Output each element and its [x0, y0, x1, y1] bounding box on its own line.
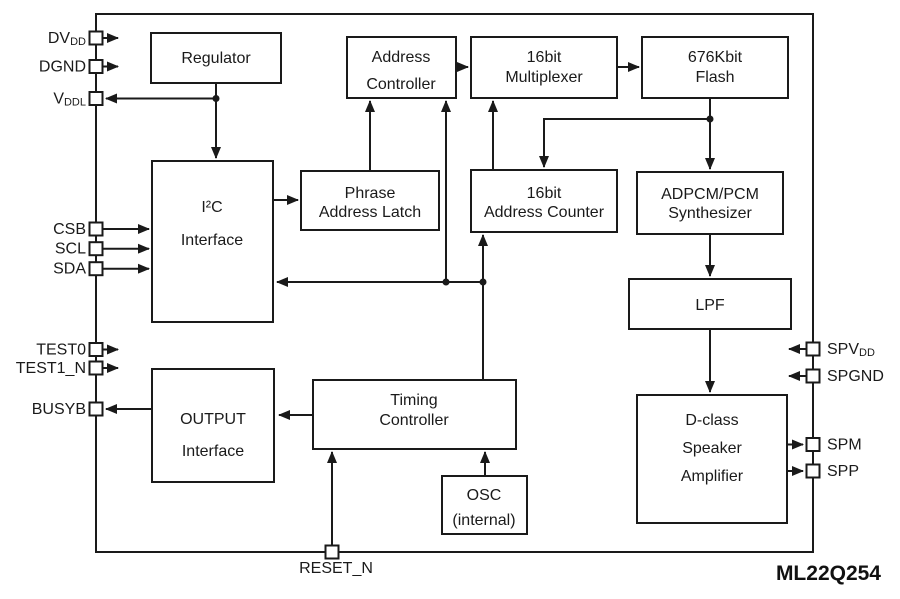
wires [103, 33, 806, 546]
block-timing-controller: Timing Controller [312, 379, 517, 450]
block-dclass-speaker-amplifier-label: D-class [685, 412, 738, 429]
block-dclass-speaker-amplifier-label: Speaker [682, 440, 742, 457]
block-16bit-address-counter-label: 16bit [527, 185, 562, 202]
block-adpcm-synthesizer-box [636, 171, 784, 235]
block-timing-controller-label: Controller [379, 412, 449, 429]
block-lpf: LPF [628, 278, 792, 330]
block-address-controller-label: Address [372, 49, 431, 66]
block-regulator-label: Regulator [181, 50, 251, 67]
block-16bit-multiplexer-box [470, 36, 618, 99]
block-osc-label: OSC [467, 487, 502, 504]
block-676kbit-flash-label: 676Kbit [688, 49, 743, 66]
block-address-controller-box [346, 36, 457, 99]
block-i2c-interface-label: Interface [181, 232, 243, 249]
pin-label-spm: SPM [827, 436, 862, 453]
block-timing-controller-box [312, 379, 517, 450]
pin-label-dgnd: DGND [39, 58, 86, 75]
block-output-interface-label: OUTPUT [180, 411, 246, 428]
pin-label-busyb: BUSYB [32, 401, 86, 418]
pin-spgnd [805, 368, 821, 384]
block-address-controller: Address Controller [346, 36, 457, 99]
block-phrase-address-latch: Phrase Address Latch [300, 170, 440, 231]
block-dclass-speaker-amplifier-box [636, 394, 788, 524]
pin-spp [805, 463, 821, 479]
block-16bit-address-counter-box [470, 169, 618, 233]
block-16bit-multiplexer-label: Multiplexer [505, 69, 583, 86]
pin-sda [88, 261, 104, 277]
block-address-controller-label: Controller [366, 76, 436, 93]
block-dclass-speaker-amplifier: D-class Speaker Amplifier [636, 394, 788, 524]
block-adpcm-synthesizer-label: ADPCM/PCM [661, 186, 759, 203]
junction-dot [479, 278, 487, 286]
block-phrase-address-latch-label: Phrase [345, 185, 396, 202]
pin-label-scl: SCL [55, 240, 86, 257]
chip-part-number: ML22Q254 [776, 562, 881, 585]
pin-labels: DVDD DGND VDDL CSB SCL SDA TEST0 TEST1_N… [16, 30, 884, 578]
pin-test1-n [88, 360, 104, 376]
junction-dot [706, 115, 714, 123]
block-16bit-address-counter-label: Address Counter [484, 204, 605, 221]
junction-dot [442, 278, 450, 286]
pin-test0 [88, 342, 104, 357]
pin-label-spvdd: SPVDD [827, 341, 875, 360]
pin-label-spp: SPP [827, 463, 859, 480]
block-lpf-box [628, 278, 792, 330]
block-timing-controller-label: Timing [390, 392, 437, 409]
block-adpcm-synthesizer-label: Synthesizer [668, 205, 752, 222]
pin-csb [88, 221, 104, 237]
block-16bit-multiplexer-label: 16bit [527, 49, 562, 66]
pin-spm [805, 437, 821, 452]
pin-dvdd [88, 30, 104, 46]
pin-vddl [88, 91, 104, 106]
pin-label-csb: CSB [53, 221, 86, 238]
block-dclass-speaker-amplifier-label: Amplifier [681, 468, 744, 485]
pin-label-test0: TEST0 [36, 341, 86, 358]
junction-dot [212, 95, 220, 102]
pin-dgnd [88, 59, 104, 74]
block-output-interface-label: Interface [182, 443, 244, 460]
block-676kbit-flash: 676Kbit Flash [641, 36, 789, 99]
block-16bit-multiplexer: 16bit Multiplexer [470, 36, 618, 99]
pin-reset-n [324, 544, 340, 560]
pin-squares [88, 30, 821, 560]
block-phrase-address-latch-label: Address Latch [319, 204, 421, 221]
block-676kbit-flash-box [641, 36, 789, 99]
pin-label-vddl: VDDL [53, 90, 86, 109]
block-16bit-address-counter: 16bit Address Counter [470, 169, 618, 233]
block-i2c-interface-box [151, 160, 274, 323]
block-i2c-interface-label: I²C [201, 199, 222, 216]
block-osc: OSC (internal) [441, 475, 528, 535]
pin-spvdd [805, 341, 821, 357]
block-676kbit-flash-label: Flash [695, 69, 734, 86]
block-phrase-address-latch-box [300, 170, 440, 231]
pin-label-spgnd: SPGND [827, 368, 884, 385]
block-regulator-box [150, 32, 282, 84]
block-i2c-interface: I²C Interface [151, 160, 274, 323]
block-osc-box [441, 475, 528, 535]
pin-scl [88, 241, 104, 257]
block-regulator: Regulator [150, 32, 282, 84]
pin-busyb [88, 401, 104, 417]
block-lpf-label: LPF [695, 297, 725, 314]
pin-label-test1-n: TEST1_N [16, 360, 86, 377]
pin-label-dvdd: DVDD [48, 30, 86, 49]
block-output-interface-box [151, 368, 275, 483]
block-adpcm-synthesizer: ADPCM/PCM Synthesizer [636, 171, 784, 235]
pin-label-reset-n: RESET_N [299, 560, 373, 577]
wire-flash-counter [539, 118, 710, 168]
pin-label-sda: SDA [53, 260, 86, 277]
block-osc-label: (internal) [452, 512, 515, 529]
block-output-interface: OUTPUT Interface [151, 368, 275, 483]
